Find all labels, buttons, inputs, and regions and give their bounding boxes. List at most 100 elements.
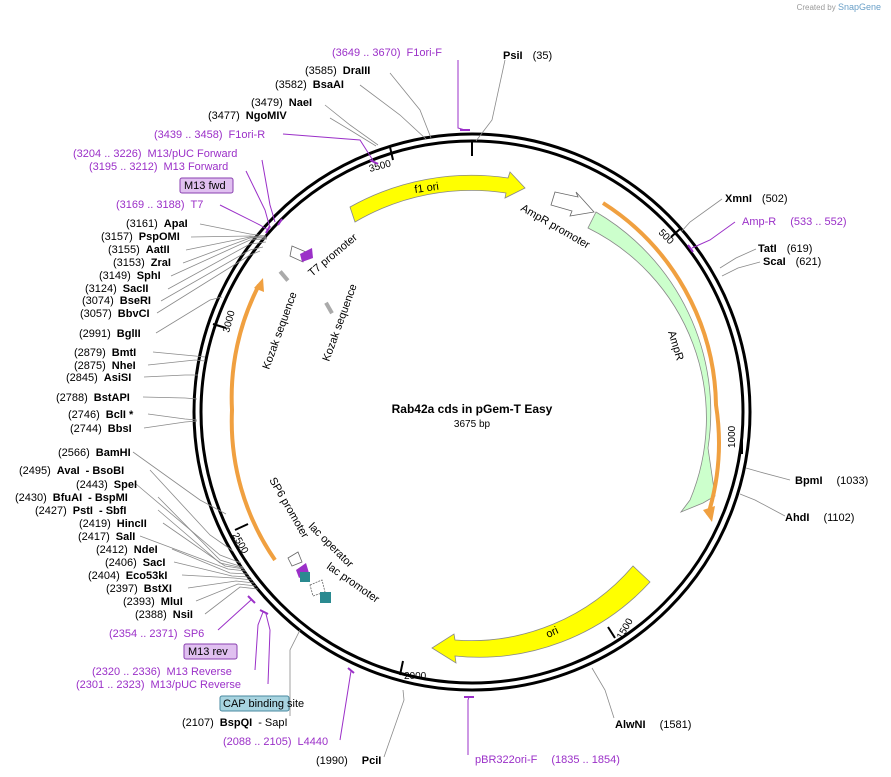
enz-ngomiv: (3477)NgoMIV <box>208 110 287 122</box>
enz-hincii: (2419)HincII <box>79 518 147 530</box>
enz-pcii: (1990)PciI <box>316 755 381 767</box>
plasmid-name: Rab42a cds in pGem-T Easy <box>392 402 553 416</box>
kozak-marker-2 <box>324 301 334 315</box>
marker-m13-rev <box>259 609 269 615</box>
enz-bmti: (2879)BmtI <box>74 347 136 359</box>
enz-asisi: (2845)AsiSI <box>66 372 131 384</box>
primer-m13-reverse: (2320 .. 2336)M13 Reverse <box>92 666 232 678</box>
marker-l4440 <box>347 667 355 674</box>
primer-l4440: (2088 .. 2105)L4440 <box>223 736 328 748</box>
primer-m13-puc-forward: (3204 .. 3226)M13/pUC Forward <box>73 148 237 160</box>
enz-apai: (3161)ApaI <box>126 218 188 230</box>
lac-promoter-label: lac promoter <box>324 561 381 606</box>
enz-spei: (2443)SpeI <box>76 479 137 491</box>
ori-arrow <box>431 565 651 664</box>
plasmid-length: 3675 bp <box>454 419 491 430</box>
ampr-promoter-arrow <box>550 191 595 217</box>
m13-rev-box <box>183 643 238 660</box>
branding-prefix: Created by <box>796 3 836 12</box>
tick-3000 <box>212 323 227 329</box>
ampr-orange-tip <box>703 506 715 522</box>
enz-sphi: (3149)SphI <box>99 270 161 282</box>
enz-bcli: (2746)BclI * <box>68 409 134 421</box>
primer-f1ori-f: (3649 .. 3670)F1ori-F <box>332 47 442 59</box>
enz-eco53ki: (2404)Eco53kI <box>88 570 167 582</box>
marker-sp6 <box>247 595 256 604</box>
enz-draiii: (3585)DraIII <box>305 65 370 77</box>
enzyme-leaders <box>132 59 791 758</box>
enz-mlui: (2393)MluI <box>123 596 183 608</box>
backbone-outer <box>192 132 752 692</box>
cap-binding-box <box>219 695 290 712</box>
left-orange-band <box>229 284 277 562</box>
kozak-marker-1 <box>278 270 290 282</box>
tick-label-2000: 2000 <box>404 671 427 682</box>
enz-sacii: (3124)SacII <box>85 283 148 295</box>
tick-1500 <box>607 626 616 639</box>
primer-m13-puc-reverse: (2301 .. 2323)M13/pUC Reverse <box>76 679 241 691</box>
enz-pspomi: (3157)PspOMI <box>101 231 180 243</box>
enz-nhei: (2875)NheI <box>74 360 136 372</box>
enz-alwni: AlwNI(1581) <box>615 719 691 731</box>
tick-3500 <box>389 146 394 161</box>
enz-bseri: (3074)BseRI <box>82 295 151 307</box>
enz-bstapi: (2788)BstAPI <box>56 392 130 404</box>
tick-500 <box>670 228 681 238</box>
primer-amp-r: Amp-R(533 .. 552) <box>742 216 847 228</box>
tick-label-1000: 1000 <box>727 425 738 448</box>
tick-2000 <box>399 660 404 676</box>
tick-label-3000: 3000 <box>221 309 237 334</box>
m13-fwd-label: M13 fwd <box>184 180 226 192</box>
enz-bbvci: (3057)BbvCI <box>80 308 150 320</box>
enz-nsii: (2388)NsiI <box>135 609 193 621</box>
snapgene-logo-text: SnapGene <box>837 2 881 12</box>
enz-scai: ScaI(621) <box>763 256 821 268</box>
enz-tati: TatI(619) <box>758 243 812 255</box>
enz-bspqi: (2107)BspQI- SapI <box>182 717 288 729</box>
enz-bsaai: (3582)BsaAI <box>275 79 344 91</box>
enz-saci: (2406)SacI <box>105 557 165 569</box>
primer-m13-forward: (3195 .. 3212)M13 Forward <box>89 161 228 173</box>
enz-psti: (2427)PstI- SbfI <box>35 505 126 517</box>
enz-aatii: (3155)AatII <box>108 244 170 256</box>
enz-bglii: (2991)BglII <box>79 328 141 340</box>
ampr-orange-band <box>601 201 721 516</box>
enz-ndei: (2412)NdeI <box>96 544 158 556</box>
enz-psii: PsiI(35) <box>503 50 552 62</box>
cap-binding-label: CAP binding site <box>223 698 304 710</box>
sp6-promoter-arrow <box>287 551 303 567</box>
enz-bbsi: (2744)BbsI <box>70 423 132 435</box>
m13-rev-label: M13 rev <box>188 646 228 658</box>
marker-m13-fwd <box>277 218 283 226</box>
f1-ori-arrow <box>349 171 526 223</box>
kozak-label-1: Kozak sequence <box>261 290 300 371</box>
enz-sali: (2417)SalI <box>78 531 135 543</box>
enz-bamhi: (2566)BamHI <box>58 447 131 459</box>
enz-ahdi: AhdI(1102) <box>785 512 854 524</box>
enz-xmni: XmnI(502) <box>725 193 788 205</box>
sp6-promoter-label: SP6 promoter <box>266 476 310 541</box>
enz-naei: (3479)NaeI <box>251 97 312 109</box>
ampr-label: AmpR <box>665 329 685 362</box>
primer-f1ori-r: (3439 .. 3458)F1ori-R <box>154 129 265 141</box>
enz-bpmi: BpmI(1033) <box>795 475 868 487</box>
ori-label: ori <box>544 625 560 641</box>
enz-zrai: (3153)ZraI <box>113 257 171 269</box>
tick-marks <box>212 146 743 676</box>
primer-pbr322ori-f: pBR322ori-F(1835 .. 1854) <box>475 754 620 766</box>
snapgene-branding: Created by SnapGene <box>797 2 881 12</box>
enz-bfuai: (2430)BfuAI- BspMI <box>15 492 128 504</box>
kozak-label-2: Kozak sequence <box>321 282 360 363</box>
lac-promoter-marker <box>320 592 331 603</box>
enz-bstxi: (2397)BstXI <box>106 583 172 595</box>
primer-leaders <box>217 60 736 755</box>
f1-ori-label: f1 ori <box>414 181 440 196</box>
tick-2500 <box>234 523 249 531</box>
left-orange-tip <box>254 278 264 292</box>
t7-promoter-label: T7 promoter <box>306 231 360 279</box>
marker-amp-r <box>687 244 694 253</box>
ampr-arrow <box>587 211 716 513</box>
t7-promoter-purple <box>300 248 313 262</box>
lac-operator-marker <box>300 572 310 582</box>
